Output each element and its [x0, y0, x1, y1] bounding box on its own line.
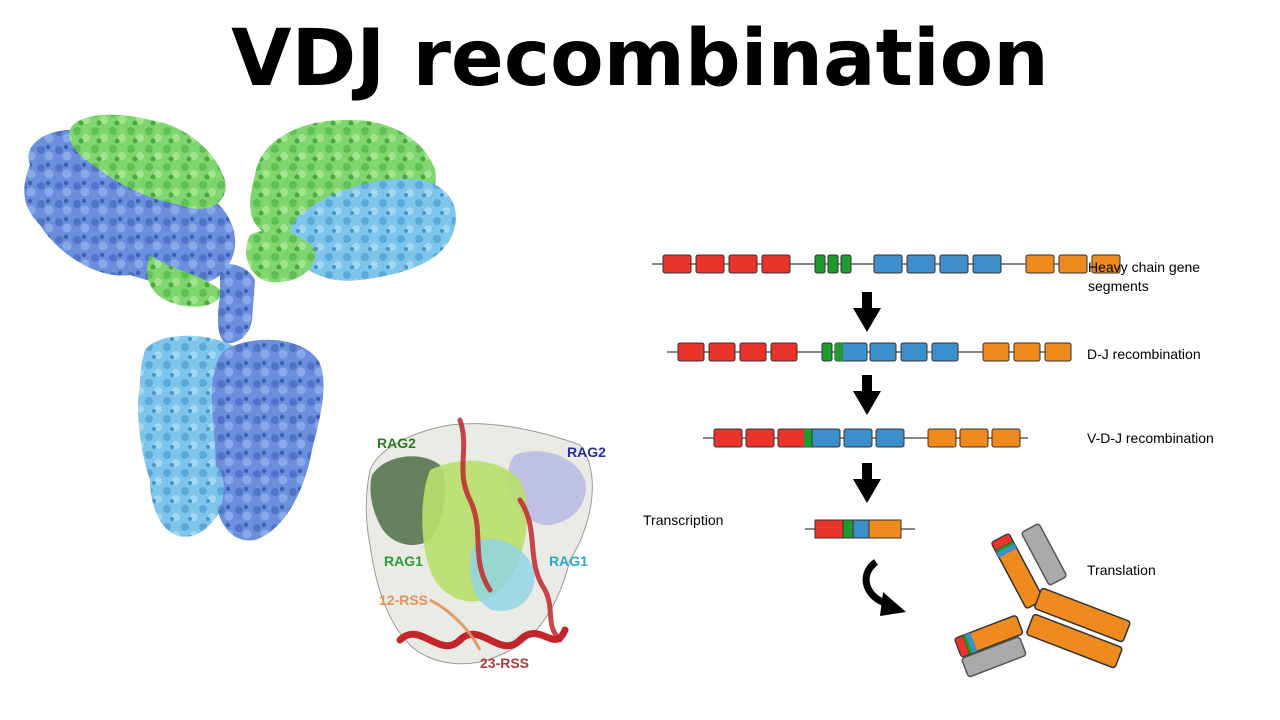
antibody-fc-right [211, 339, 324, 541]
label-rag2-right: RAG2 [567, 444, 606, 460]
v-segment [739, 342, 767, 362]
d-segment [840, 254, 852, 274]
v-segment [708, 342, 736, 362]
j-segment [852, 519, 870, 539]
d-segment [835, 343, 843, 361]
antibody-hinge [217, 264, 255, 344]
j-segment [906, 254, 936, 274]
gene-row [652, 254, 1121, 274]
v-segment [814, 519, 844, 539]
v-segment [695, 254, 725, 274]
gene-segment-rows [652, 254, 1121, 539]
v-segment [745, 428, 775, 448]
j-segment [811, 428, 841, 448]
c-segment [991, 428, 1021, 448]
antibody-illustration [24, 114, 456, 541]
j-segment [843, 428, 873, 448]
label-rag2-left: RAG2 [377, 435, 416, 451]
d-segment [814, 254, 826, 274]
rag-complex-illustration: RAG2 RAG2 RAG1 RAG1 12-RSS 23-RSS [365, 417, 606, 671]
antibody-cartoon [954, 523, 1131, 678]
j-segment [900, 342, 928, 362]
d-segment [842, 519, 854, 539]
down-arrow-icon [853, 375, 881, 415]
j-segment [939, 254, 969, 274]
label-rag1-right: RAG1 [549, 553, 588, 569]
c-segment [1058, 254, 1088, 274]
heavy-chain-constant-lower [1026, 613, 1123, 669]
label-transcription: Transcription [643, 512, 723, 528]
c-segment [1091, 254, 1121, 274]
curved-arrow-icon [862, 559, 906, 616]
light-chain-lower [961, 636, 1027, 678]
down-arrow-icon [853, 292, 881, 332]
rag2-right-domain [507, 451, 586, 525]
down-arrow-icon [853, 463, 881, 503]
c-segment [868, 519, 902, 539]
c-segment [982, 342, 1010, 362]
v-segment [770, 342, 798, 362]
label-heavy-chain-line2: segments [1088, 278, 1149, 294]
d-segment [827, 254, 839, 274]
d-segment [804, 429, 812, 447]
c-segment [1013, 342, 1041, 362]
j-segment [875, 428, 905, 448]
heavy-chain-upper-variable [991, 533, 1044, 609]
heavy-chain-constant-upper [1034, 587, 1131, 643]
c-segment [1025, 254, 1055, 274]
antibody-heavy-chain-right-arm [289, 179, 456, 281]
v-segment [761, 254, 791, 274]
j-segment [873, 254, 903, 274]
gene-row [805, 519, 915, 539]
rss-dna-helix [396, 626, 569, 650]
gene-row [703, 428, 1028, 448]
label-translation: Translation [1087, 562, 1156, 578]
label-rag1-left: RAG1 [384, 553, 423, 569]
antibody-light-chain-left [69, 114, 226, 209]
v-segment [677, 342, 705, 362]
j-segment [931, 342, 959, 362]
c-segment [1044, 342, 1072, 362]
label-12-rss: 12-RSS [379, 592, 428, 608]
heavy-chain-lower-variable [954, 615, 1024, 658]
v-segment [662, 254, 692, 274]
v-segment [713, 428, 743, 448]
label-23-rss: 23-RSS [480, 655, 529, 671]
c-segment [927, 428, 957, 448]
label-vdj-recombination: V-D-J recombination [1087, 430, 1214, 446]
page-title: VDJ recombination [231, 14, 1049, 104]
c-segment [959, 428, 989, 448]
label-dj-recombination: D-J recombination [1087, 346, 1201, 362]
j-segment [869, 342, 897, 362]
light-chain-upper [1021, 523, 1067, 586]
j-segment [972, 254, 1002, 274]
v-segment [728, 254, 758, 274]
d-segment [821, 342, 833, 362]
gene-row [667, 342, 1072, 362]
label-heavy-chain-line1: Heavy chain gene [1088, 259, 1200, 275]
